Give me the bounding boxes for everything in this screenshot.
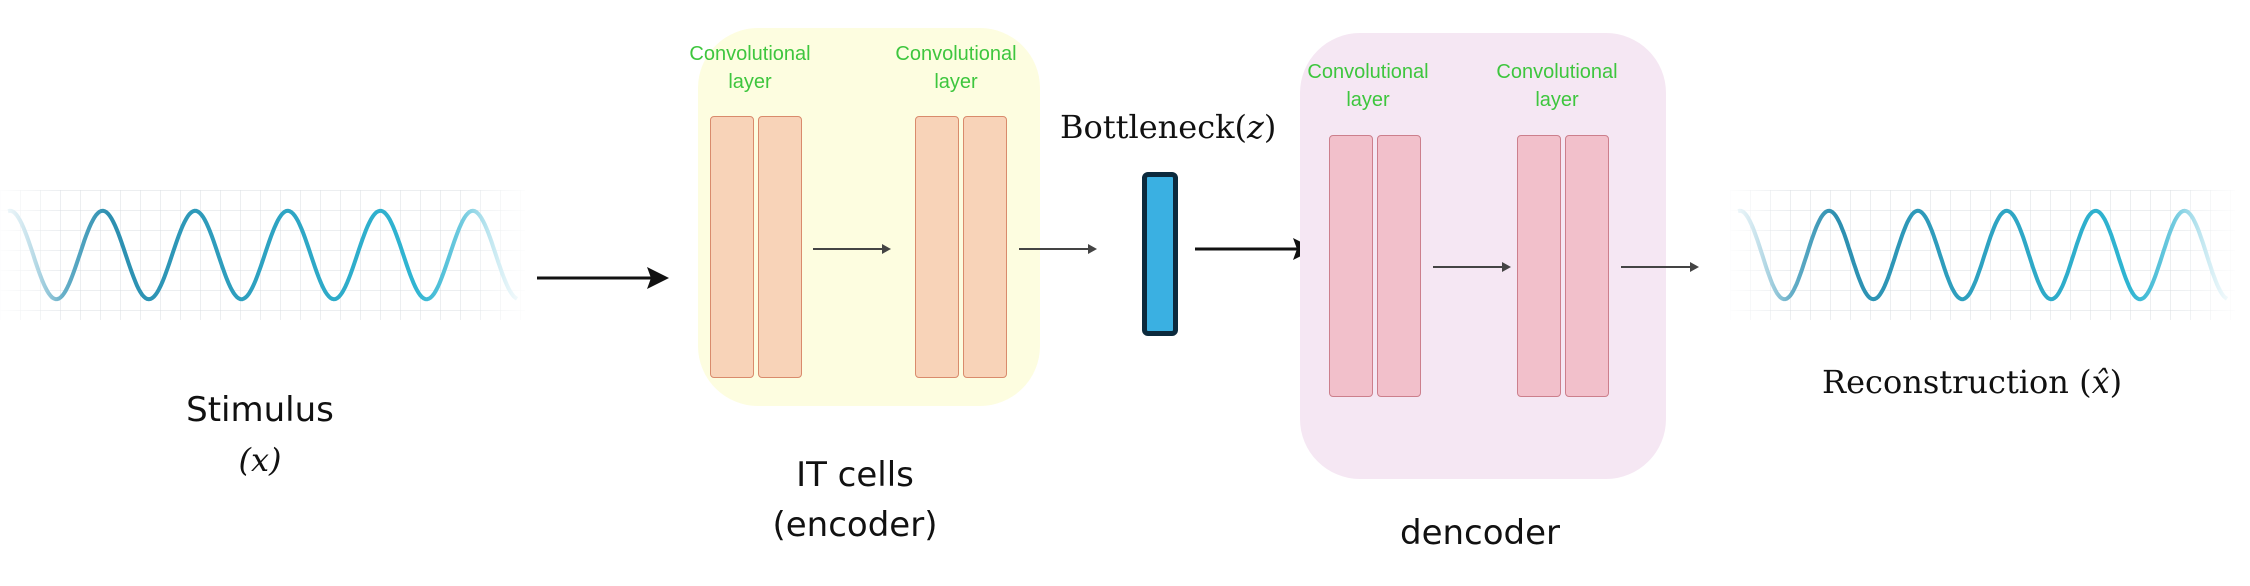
arrow-decoder-internal: [1433, 262, 1511, 272]
decoder-conv-label-2: Convolutional layer: [1496, 61, 1618, 111]
encoder-layer-1b: [758, 116, 802, 378]
bottleneck-caption: Bottleneck(z): [1060, 108, 1276, 146]
reconstruction-label: Reconstruction (: [1822, 363, 2092, 401]
arrow-decoder-to-reconstruction: [1621, 262, 1699, 272]
reconstruction-waveform: [1730, 190, 2235, 320]
encoder-caption: IT cells (encoder): [730, 450, 980, 550]
stimulus-caption: Stimulus (x): [160, 385, 360, 485]
bottleneck-symbol: z: [1247, 108, 1264, 146]
stimulus-label: Stimulus: [186, 390, 334, 430]
decoder-layer-2b: [1565, 135, 1609, 397]
decoder-layer-1a: [1329, 135, 1373, 397]
encoder-layer-2a: [915, 116, 959, 378]
decoder-caption: dencoder: [1399, 513, 1561, 553]
bottleneck-close: ): [1263, 108, 1277, 146]
encoder-caption-line2: (encoder): [772, 505, 938, 545]
arrow-encoder-internal: [813, 244, 891, 254]
encoder-caption-line1: IT cells: [796, 455, 914, 495]
reconstruction-symbol: x̂: [2091, 363, 2110, 401]
bottleneck-vector: [1142, 172, 1178, 336]
encoder-layer-2b: [963, 116, 1007, 378]
decoder-layer-2a: [1517, 135, 1561, 397]
reconstruction-caption: Reconstruction (x̂): [1822, 363, 2122, 401]
reconstruction-close: ): [2109, 363, 2123, 401]
stimulus-waveform: [0, 190, 525, 320]
encoder-conv-label-2: Convolutional layer: [895, 43, 1017, 93]
encoder-conv-label-1: Convolutional layer: [689, 43, 811, 93]
decoder-conv-label-1: Convolutional layer: [1307, 61, 1429, 111]
arrow-stimulus-to-encoder: [537, 267, 669, 289]
bottleneck-label: Bottleneck(: [1060, 108, 1248, 146]
encoder-layer-1a: [710, 116, 754, 378]
arrow-encoder-to-bottleneck: [1019, 244, 1097, 254]
stimulus-symbol: (x): [238, 441, 282, 479]
decoder-layer-1b: [1377, 135, 1421, 397]
